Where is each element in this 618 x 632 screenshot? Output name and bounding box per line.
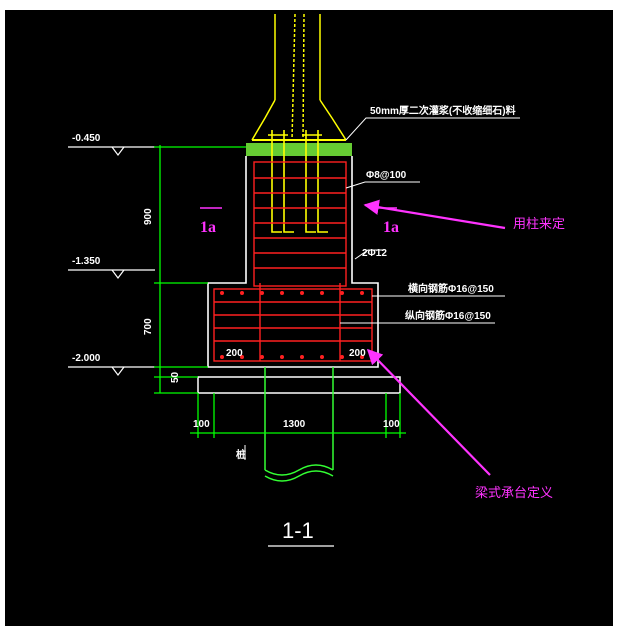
cap-callout-arrow xyxy=(366,348,491,476)
elevation-bottom-label: -2.000 xyxy=(72,353,101,364)
section-mark-right: 1a xyxy=(383,219,399,236)
stirrup-note: Φ8@100 xyxy=(366,170,407,181)
column-callout-arrow xyxy=(363,199,506,230)
cover-left-label: 200 xyxy=(226,348,243,359)
section-mark-left: 1a xyxy=(200,219,216,236)
cap-rebar xyxy=(213,283,373,362)
steel-column xyxy=(251,13,347,141)
dim-h-mid-label: 1300 xyxy=(283,419,306,430)
column-callout-text: 用柱来定 xyxy=(513,217,565,232)
side-bar-note: 2Φ12 xyxy=(362,248,387,259)
elevation-top-label: -0.450 xyxy=(72,133,101,144)
elevation-mid-label: -1.350 xyxy=(72,256,101,267)
grout-layer xyxy=(246,143,352,156)
dim-v-cushion-label: 50 xyxy=(170,371,181,383)
cap-callout-text: 梁式承台定义 xyxy=(475,486,553,501)
rebar-note-2: 纵向钢筋Φ16@150 xyxy=(405,309,491,322)
rebar-note-1: 横向钢筋Φ16@150 xyxy=(408,282,494,295)
dim-h-right-label: 100 xyxy=(383,419,400,430)
elevation-marks xyxy=(68,146,155,376)
dim-v-upper-label: 900 xyxy=(143,208,154,225)
pier-outline xyxy=(207,156,379,368)
dim-v-lower-label: 700 xyxy=(143,318,154,335)
cushion-layer xyxy=(197,376,401,394)
horizontal-dimension-line xyxy=(190,393,406,438)
dim-h-left-label: 100 xyxy=(193,419,210,430)
leader-lines xyxy=(244,117,520,460)
drawing-background xyxy=(5,10,613,626)
vertical-dimension-line xyxy=(154,145,246,394)
anchor-bolts xyxy=(268,130,328,233)
cover-right-label: 200 xyxy=(349,348,366,359)
pile xyxy=(264,367,334,482)
cap-rebar-dots xyxy=(220,291,364,359)
pier-rebar xyxy=(253,161,347,287)
section-title: 1-1 xyxy=(282,518,314,543)
grout-note: 50mm厚二次灌浆(不收缩细石)料 xyxy=(370,104,516,117)
pile-label: 桩 xyxy=(236,448,246,461)
